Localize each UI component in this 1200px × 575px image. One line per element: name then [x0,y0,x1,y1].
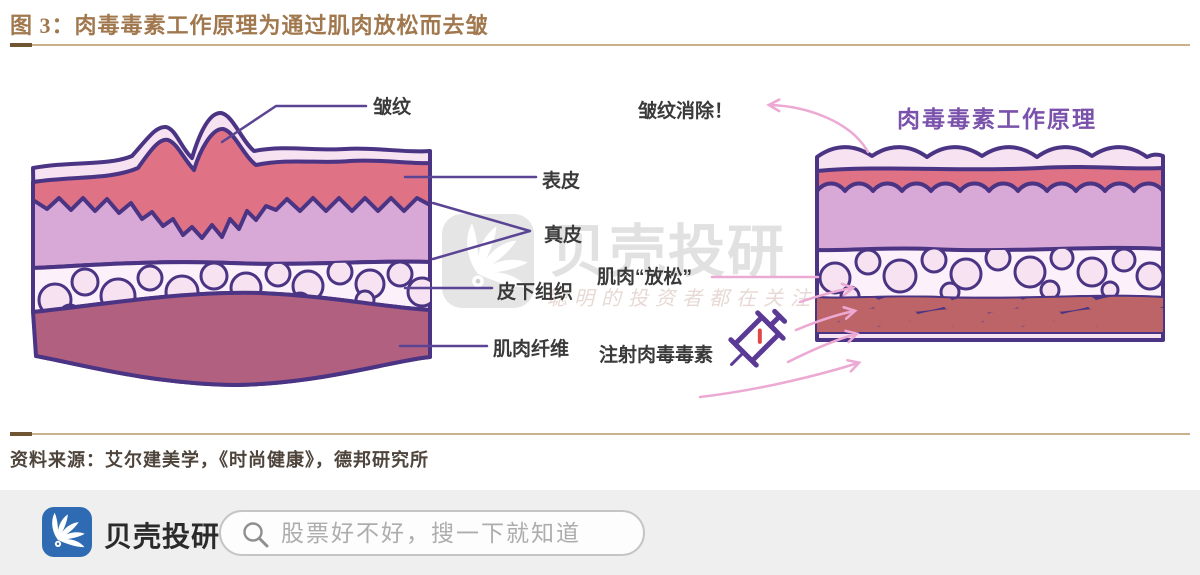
label-subcutaneous: 皮下组织 [497,282,574,303]
source-note: 资料来源：艾尔建美学，《时尚健康》，德邦研究所 [10,450,429,470]
label-muscle-fiber: 肌肉纤维 [493,339,570,360]
search-icon [243,522,269,548]
label-wrinkle: 皱纹 [373,97,412,118]
source-divider [10,432,1190,436]
label-epidermis: 表皮 [542,171,581,192]
label-dermis: 真皮 [544,225,583,246]
search-input[interactable]: 股票好不好，搜一下就知道 [219,510,645,556]
brand-logo[interactable] [42,507,92,557]
search-placeholder: 股票好不好，搜一下就知道 [281,520,581,546]
label-inject-botox: 注射肉毒毒素 [599,345,714,366]
header-divider [10,43,1190,47]
figure-title: 图 3：肉毒毒素工作原理为通过肌肉放松而去皱 [10,13,489,38]
right-diagram-title: 肉毒毒素工作原理 [897,106,1097,132]
label-wrinkle-removed: 皱纹消除！ [638,101,734,122]
watermark-slogan: 聪明的投资者都在关注 [547,288,817,310]
footer-bar: 贝壳投研 股票好不好，搜一下就知道 [0,490,1200,575]
brand-name: 贝壳投研 [104,521,221,552]
label-muscle-relaxed: 肌肉“放松” [597,267,693,288]
watermark-brand-text: 贝壳投研 [550,220,786,284]
